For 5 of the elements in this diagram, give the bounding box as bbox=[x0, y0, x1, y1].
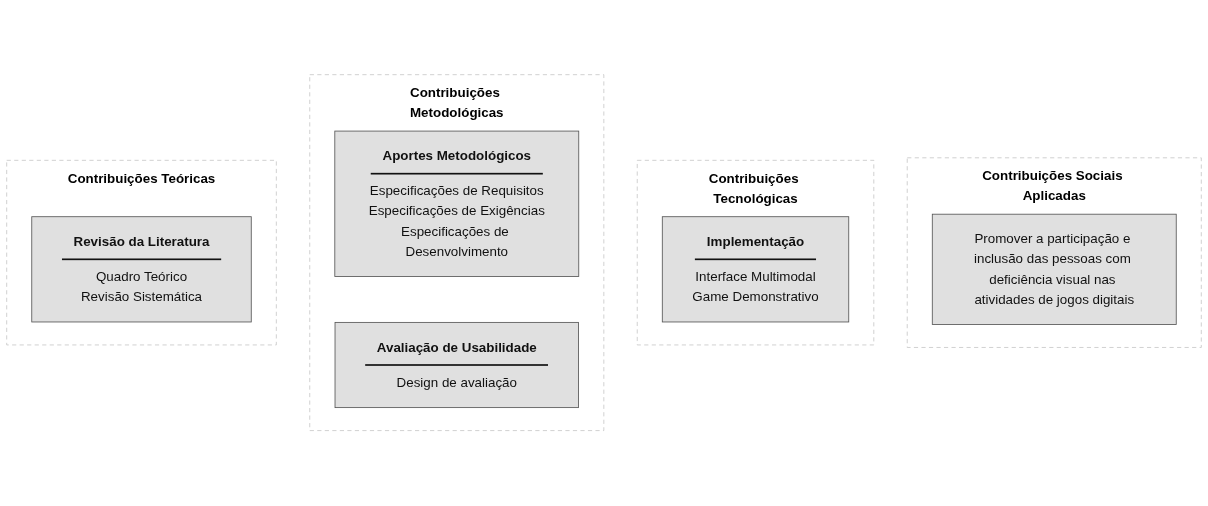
node-box: Revisão da Literatura Quadro Teórico Revisão Sistemática bbox=[31, 216, 252, 323]
node-box: Avaliação de Usabilidade Design de avaliação bbox=[334, 322, 579, 409]
node-box: Promover a participação e inclusão das pessoas com deficiência visual nas atividades de jogos digitais bbox=[931, 214, 1177, 326]
node-box: Aportes Metodológicos Especificações de Requisitos Especificações de Exigências Especificações de Desenvolvimento bbox=[334, 131, 580, 278]
node-box: Implementação Interface Multimodal Game Demonstrativo bbox=[661, 216, 850, 323]
